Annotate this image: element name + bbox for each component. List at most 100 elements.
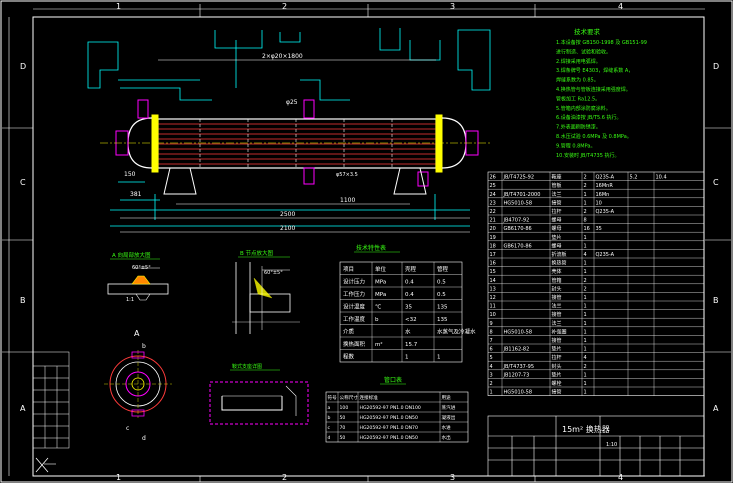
parts-list-cell: 接管 (552, 311, 562, 318)
tech-table-cell: MPa (375, 280, 386, 286)
parts-list-cell: 螺栓 (552, 380, 562, 387)
dim-overall: 2100 (280, 225, 295, 232)
notes-line: 5.管箱内部涂防腐涂料。 (556, 105, 611, 112)
tech-table-cell: 1 (437, 355, 441, 361)
parts-list-cell: 1 (584, 243, 587, 249)
nozzle-table-cell: 70 (340, 425, 346, 431)
tech-table-cell: 程数 (343, 353, 355, 361)
parts-list-cell: 接管 (552, 389, 562, 396)
parts-list-cell: 11 (490, 304, 496, 310)
parts-list-cell: 20 (490, 226, 496, 232)
parts-list-cell: 9 (490, 321, 493, 327)
tech-table-cell: m² (375, 341, 383, 348)
notes-title: 技术要求 (574, 27, 601, 36)
tech-table-cell: 135 (437, 305, 448, 311)
parts-list-cell: 6 (490, 347, 493, 353)
nozzle-table-cell: HG20592-97 PN1.0 DN50 (360, 435, 418, 441)
tech-table-cell: 0.5 (437, 292, 446, 298)
parts-list-cell: JB1162-82 (503, 347, 530, 353)
parts-list-cell: 1 (584, 390, 587, 396)
parts-list-cell: 管板 (552, 182, 562, 189)
parts-list-cell: 1 (584, 381, 587, 387)
nozzle-table-cell: HG20592-97 PN1.0 DN100 (360, 405, 421, 411)
parts-list-cell: JB/T4725-92 (503, 175, 535, 181)
tech-table-cell: 1 (405, 355, 409, 361)
tech-table-cell: 水 (405, 328, 411, 336)
notes-line: 8.水压试验 0.6MPa 及 0.8MPa。 (556, 133, 632, 140)
nozzle-table-cell: 连接标准 (360, 394, 379, 401)
parts-list-cell: 1 (584, 200, 587, 206)
parts-list-cell: 1 (584, 338, 587, 344)
notes-line: 进行制造、试验和验收。 (556, 48, 611, 55)
dim-tube-length: 2×φ20×1800 (262, 53, 303, 60)
notes-line: 2.焊接采用电弧焊。 (556, 58, 601, 65)
tech-table-cell: 项目 (343, 266, 354, 273)
parts-list-cell: 螺母 (552, 242, 562, 249)
nozzle-table-cell: b (328, 415, 331, 421)
col-label-1: 1 (116, 2, 122, 11)
nozzle-table-cell: HG20592-97 PN1.0 DN70 (360, 425, 418, 431)
parts-list-cell: 换热管 (552, 260, 567, 267)
col-label-1-bottom: 1 (116, 473, 122, 482)
parts-list-cell: 23 (490, 200, 496, 206)
detail-2-title: B 节点放大图 (240, 249, 274, 257)
row-label-b-right: B (713, 296, 719, 305)
parts-list-cell: 24 (490, 192, 496, 198)
section-a-view: A b c d (104, 329, 172, 442)
tech-table-cell: 壳程 (405, 265, 417, 273)
parts-list-cell: 5 (490, 355, 493, 361)
nozzle-table-cell: 用途 (442, 394, 452, 401)
dim-2500: 2500 (280, 211, 295, 218)
parts-list-cell: 2 (584, 286, 587, 292)
tech-table-cell: ℃ (375, 304, 381, 311)
parts-list-cell: 4 (584, 355, 587, 361)
nozzle-table-cell: 蒸汽进 (442, 404, 456, 411)
parts-list-cell: Q235-A (596, 209, 615, 215)
dim-top-phi25: φ25 (286, 99, 298, 106)
notes-line: 焊缝系数为 0.85。 (556, 77, 599, 84)
detail-1-angle: 60°±5° (132, 265, 151, 271)
detail-1-ratio: 1:1 (126, 297, 134, 303)
parts-list-cell: 16 (584, 226, 590, 232)
support-detail-view: 鞍式支座详图 (209, 363, 309, 425)
title-block (487, 415, 705, 477)
tech-table-cell: 单位 (375, 265, 387, 273)
parts-list-cell: 17 (490, 252, 496, 258)
parts-list-cell: 8 (584, 218, 587, 224)
tech-table-cell: 工作压力 (343, 290, 365, 298)
parts-list-cell: 14 (490, 278, 496, 284)
col-label-3: 3 (450, 2, 456, 11)
parts-list-cell: 鞍座 (552, 174, 562, 181)
parts-list-cell: 1 (584, 261, 587, 267)
revision-block (32, 351, 70, 449)
section-a-b: b (142, 343, 146, 350)
detail-weld-view: A 向局部放大图 60°±5° 1:1 (107, 251, 169, 303)
parts-list-cell: 4 (490, 364, 493, 370)
parts-list-cell: 10 (490, 312, 496, 318)
parts-list-cell: 1 (584, 235, 587, 241)
tube-bundle (152, 123, 442, 165)
parts-list-cell: Q235-A (596, 252, 615, 258)
parts-list-cell: 18 (490, 243, 496, 249)
nozzle-table-cell: HG20592-97 PN1.0 DN50 (360, 415, 418, 421)
nozzle-table-cell: 凝液出 (442, 414, 456, 421)
tech-table-cell: 水蒸气及冷凝水 (437, 328, 476, 336)
nozzle-table-cell: a (328, 406, 331, 411)
parts-list-cell: 13 (490, 286, 496, 292)
tech-table-cell: b (375, 317, 379, 323)
dim-left-381: 381 (130, 191, 142, 198)
parts-list-cell: 16MnR (596, 183, 614, 189)
parts-list-cell: 35 (596, 226, 602, 232)
notes-line: 1.本设备按 GB150-1998 及 GB151-99 (556, 39, 647, 46)
nozzle-table-cell: 50 (340, 415, 346, 421)
parts-list-cell: 7 (490, 338, 493, 344)
parts-list-cell: 壳体 (552, 268, 562, 275)
parts-list-cell: 封头 (552, 285, 562, 292)
parts-list-cell: 22 (490, 209, 496, 215)
tech-table-cell: 0.4 (405, 292, 414, 298)
row-label-c-right: C (713, 178, 719, 187)
detail-joint-view: B 节点放大图 60°±5° (232, 249, 300, 334)
parts-list-cell: 补强圈 (552, 328, 567, 335)
